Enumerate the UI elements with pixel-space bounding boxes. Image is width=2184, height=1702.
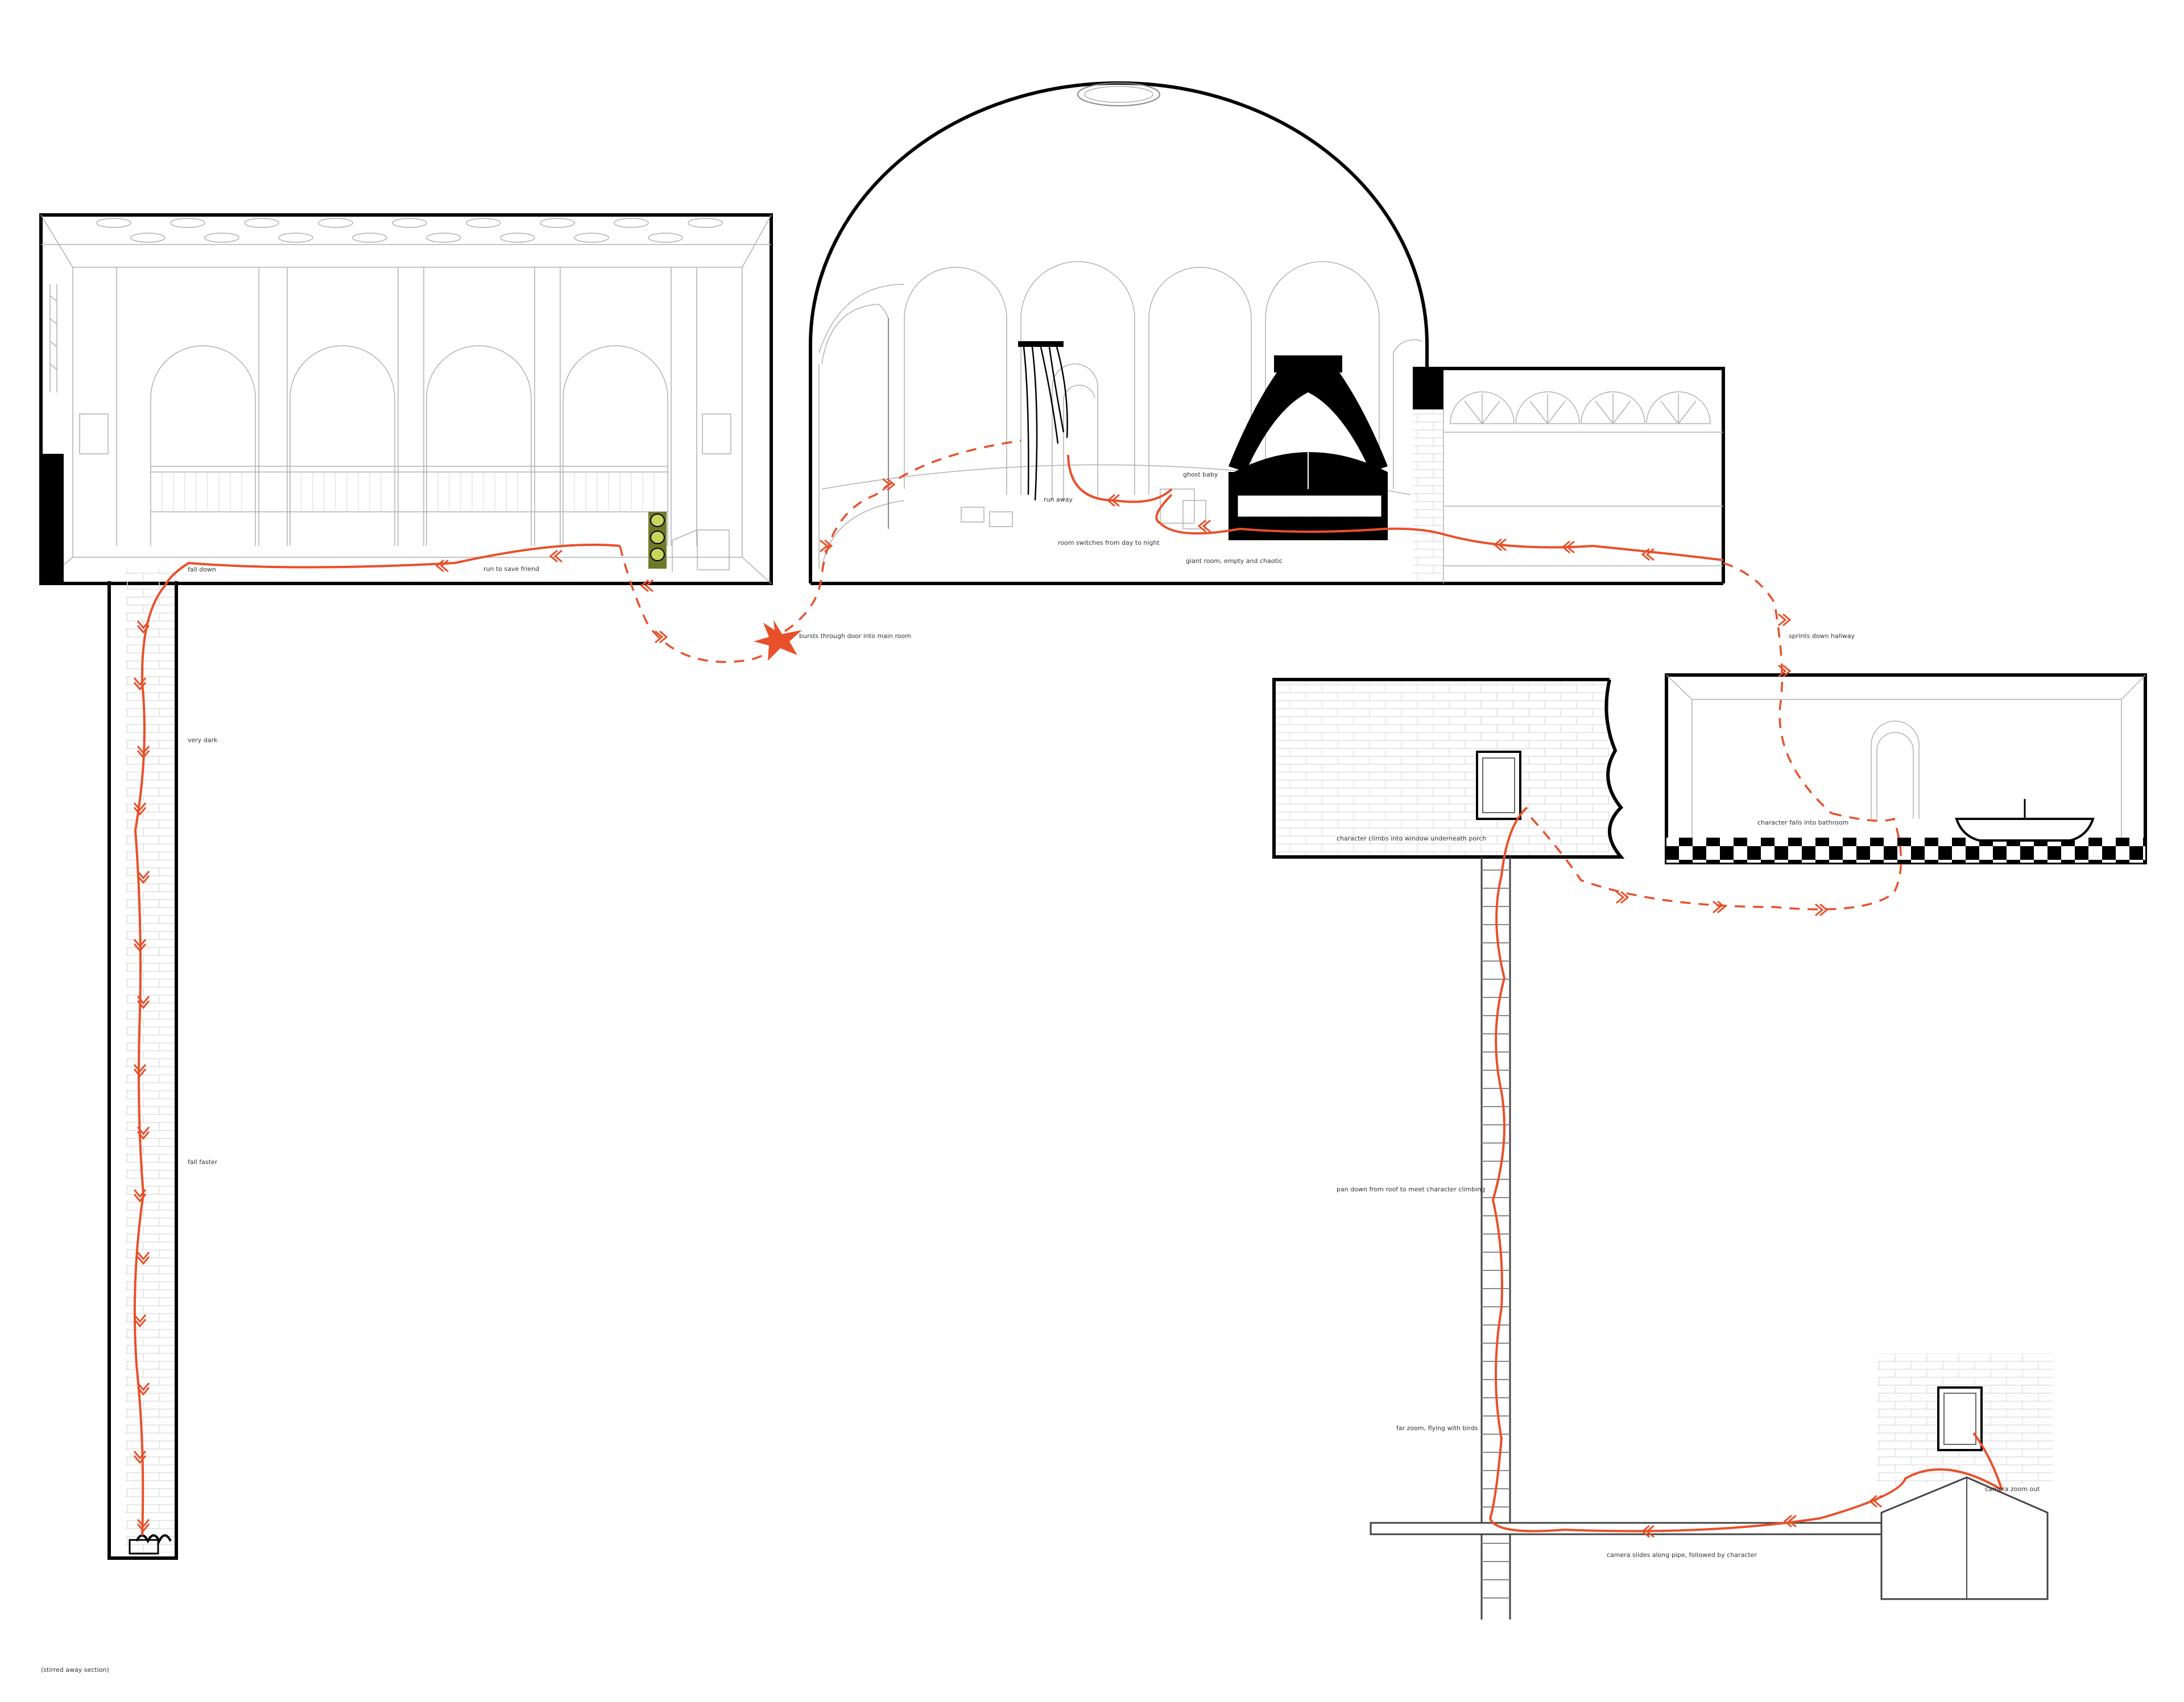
- direction-chevron: [133, 939, 147, 953]
- direction-chevron: [1815, 903, 1829, 917]
- direction-chevron: [820, 539, 833, 553]
- label-very-dark: very dark: [188, 736, 218, 744]
- label-camera-zoom-out: camera zoom out: [1985, 1485, 2040, 1493]
- direction-chevron: [882, 478, 896, 491]
- balustrade: [162, 472, 655, 512]
- vertical-shaft: [107, 569, 178, 1560]
- direction-chevron: [136, 1252, 150, 1265]
- window-icon: [1476, 751, 1521, 820]
- action-path: [133, 440, 2003, 1538]
- direction-chevron: [1778, 613, 1792, 627]
- direction-chevron: [136, 1382, 150, 1396]
- label-ghost-baby: ghost baby: [1183, 471, 1218, 478]
- direction-chevron: [133, 802, 147, 816]
- label-climbs-window: character climbs into window underneath …: [1337, 835, 1486, 842]
- hall-door: [1413, 368, 1443, 409]
- label-character-falls-bathroom: character falls into bathroom: [1757, 819, 1848, 826]
- label-sprints-down-hallway: sprints down hallway: [1789, 632, 1855, 640]
- direction-chevron: [1783, 1514, 1797, 1528]
- direction-chevron: [136, 620, 150, 634]
- direction-chevron: [133, 1064, 147, 1078]
- house-icon: [1877, 1353, 2053, 1600]
- wall-frame-left: [79, 413, 109, 454]
- bathroom: [1665, 673, 2147, 864]
- label-bottom: (stirred away section): [41, 1666, 109, 1674]
- direction-chevron: [136, 871, 150, 884]
- label-fall-faster: fall faster: [188, 1158, 218, 1166]
- ladder: [1480, 857, 1511, 1620]
- direction-chevron: [1197, 519, 1211, 533]
- left-hall: [39, 213, 773, 585]
- fan-windows: [1450, 391, 1711, 424]
- direction-chevron: [133, 1314, 147, 1328]
- direction-chevron: [1641, 548, 1654, 561]
- label-giant-room: giant room, empty and chaotic: [1186, 557, 1283, 565]
- bathtub-icon: [1955, 799, 2095, 842]
- oculus: [1077, 82, 1160, 106]
- direction-chevron: [1868, 1494, 1882, 1508]
- label-bursts-through: bursts through door into main room: [799, 632, 911, 640]
- hallway: [1413, 367, 1725, 583]
- label-fall-down: fall down: [188, 566, 216, 573]
- direction-chevron: [133, 677, 147, 691]
- direction-chevron: [1106, 494, 1120, 507]
- label-far-zoom: far zoom, flying with birds: [1396, 1424, 1478, 1432]
- direction-chevron: [655, 630, 668, 644]
- scattered-furniture: [961, 488, 1206, 529]
- direction-chevron: [1493, 538, 1507, 552]
- direction-chevron: [136, 1127, 150, 1140]
- exterior-wall: [1272, 678, 1625, 859]
- label-run-to-save-friend: run to save friend: [483, 565, 539, 573]
- label-camera-slides: camera slides along pipe, followed by ch…: [1607, 1551, 1757, 1559]
- label-room-switches: room switches from day to night: [1058, 539, 1160, 546]
- label-run-away: run away: [1044, 496, 1073, 503]
- wall-frame-right: [702, 413, 731, 454]
- house-window-icon: [1937, 1386, 1983, 1451]
- direction-chevron: [640, 579, 653, 593]
- direction-chevron: [1561, 540, 1575, 554]
- direction-chevron: [136, 746, 150, 759]
- annotation-labels: fall down run to save friend bursts thro…: [41, 471, 2040, 1674]
- direction-chevron: [133, 1451, 147, 1464]
- canopy-bed-icon: [1228, 355, 1388, 540]
- direction-chevron: [435, 559, 449, 573]
- direction-chevron: [1641, 1525, 1654, 1538]
- curtain-doorway: [1018, 341, 1098, 501]
- direction-chevron: [1616, 891, 1629, 904]
- direction-chevron: [1713, 900, 1726, 914]
- burst-icon: [754, 620, 802, 661]
- dark-doorway: [41, 454, 64, 583]
- direction-chevron: [136, 1519, 150, 1533]
- direction-chevron: [133, 1189, 147, 1203]
- label-pan-down: pan down from roof to meet character cli…: [1337, 1186, 1485, 1193]
- direction-chevron: [1778, 664, 1792, 678]
- dome-room: [809, 81, 1723, 585]
- pipe: [1370, 1522, 1884, 1535]
- direction-chevron: [136, 996, 150, 1009]
- direction-chevron: [549, 549, 562, 563]
- checkered-floor: [1666, 838, 2145, 863]
- bench: [672, 529, 730, 572]
- green-statue: [648, 512, 667, 569]
